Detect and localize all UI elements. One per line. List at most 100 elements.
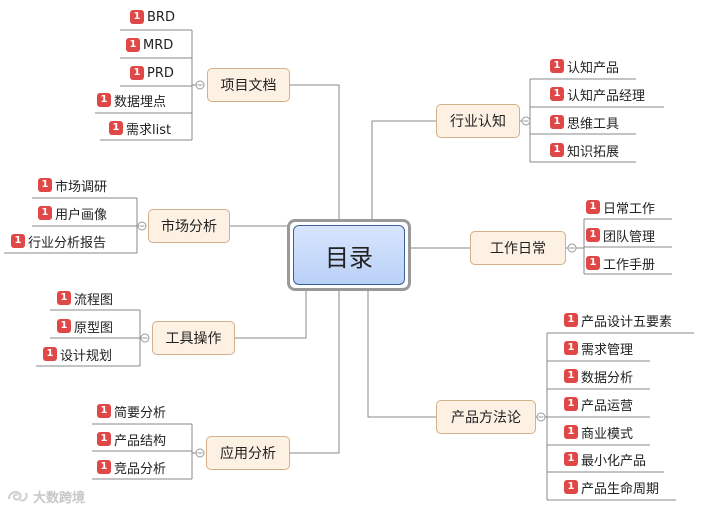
priority-badge: 1 (550, 59, 564, 73)
leaf-label: 原型图 (74, 320, 114, 336)
watermark-text: 大数跨境 (33, 490, 86, 506)
leaf-label: 产品运营 (581, 398, 634, 414)
leaf-label: 商业模式 (581, 426, 634, 442)
leaf-label: 认知产品经理 (567, 88, 646, 104)
collapse-toggle-icon[interactable] (140, 333, 150, 343)
leaf-label: 需求管理 (581, 342, 634, 358)
leaf-label: 认知产品 (567, 60, 620, 76)
priority-badge: 1 (38, 178, 52, 192)
priority-badge: 1 (550, 87, 564, 101)
branch-node-yingyong[interactable]: 应用分析 (206, 436, 290, 470)
leaf-label: 流程图 (74, 292, 114, 308)
leaf-label: 思维工具 (567, 116, 620, 132)
leaf-label: 设计规划 (60, 348, 113, 364)
priority-badge: 1 (586, 256, 600, 270)
branch-node-gongzuo[interactable]: 工作日常 (470, 231, 566, 265)
collapse-toggle-icon[interactable] (521, 116, 531, 126)
priority-badge: 1 (564, 313, 578, 327)
priority-badge: 1 (564, 369, 578, 383)
leaf-label: 数据分析 (581, 370, 634, 386)
leaf-label: 产品设计五要素 (581, 314, 673, 330)
priority-badge: 1 (586, 228, 600, 242)
branch-node-fangfa[interactable]: 产品方法论 (436, 400, 536, 434)
priority-badge: 1 (564, 452, 578, 466)
priority-badge: 1 (57, 291, 71, 305)
leaf-label: 市场调研 (55, 179, 108, 195)
branch-node-gongju[interactable]: 工具操作 (152, 321, 235, 355)
leaf-label: 最小化产品 (581, 453, 647, 469)
logo-swirl-icon (8, 490, 28, 502)
priority-badge: 1 (564, 480, 578, 494)
leaf-label: 产品生命周期 (581, 481, 660, 497)
priority-badge: 1 (550, 115, 564, 129)
leaf-label: 行业分析报告 (28, 235, 107, 251)
priority-badge: 1 (43, 347, 57, 361)
branch-node-hangye[interactable]: 行业认知 (436, 104, 520, 138)
priority-badge: 1 (97, 460, 111, 474)
priority-badge: 1 (586, 200, 600, 214)
branch-node-shichang[interactable]: 市场分析 (148, 209, 230, 243)
priority-badge: 1 (550, 143, 564, 157)
priority-badge: 1 (564, 425, 578, 439)
leaf-label: 竞品分析 (114, 461, 167, 477)
leaf-label: 产品结构 (114, 433, 167, 449)
collapse-toggle-icon[interactable] (195, 448, 205, 458)
priority-badge: 1 (11, 234, 25, 248)
priority-badge: 1 (57, 319, 71, 333)
leaf-label: 简要分析 (114, 405, 167, 421)
leaf-label: 知识拓展 (567, 144, 620, 160)
leaf-label: 用户画像 (55, 207, 108, 223)
collapse-toggle-icon[interactable] (567, 243, 577, 253)
priority-badge: 1 (97, 404, 111, 418)
collapse-toggle-icon[interactable] (195, 80, 205, 90)
watermark: 大数跨境 (6, 485, 85, 507)
root-node[interactable]: 目录 (287, 219, 411, 291)
collapse-toggle-icon[interactable] (137, 221, 147, 231)
leaf-label: 数据埋点 (114, 94, 167, 110)
priority-badge: 1 (126, 38, 140, 52)
priority-badge: 1 (97, 432, 111, 446)
leaf-label: BRD (147, 9, 175, 25)
leaf-label: 日常工作 (603, 201, 656, 217)
priority-badge: 1 (97, 93, 111, 107)
leaf-label: MRD (143, 37, 174, 53)
priority-badge: 1 (564, 397, 578, 411)
priority-badge: 1 (130, 66, 144, 80)
branch-node-xiangmu[interactable]: 项目文档 (207, 68, 290, 102)
leaf-label: 需求list (126, 122, 172, 138)
collapse-toggle-icon[interactable] (536, 412, 546, 422)
priority-badge: 1 (564, 341, 578, 355)
priority-badge: 1 (38, 206, 52, 220)
priority-badge: 1 (109, 121, 123, 135)
